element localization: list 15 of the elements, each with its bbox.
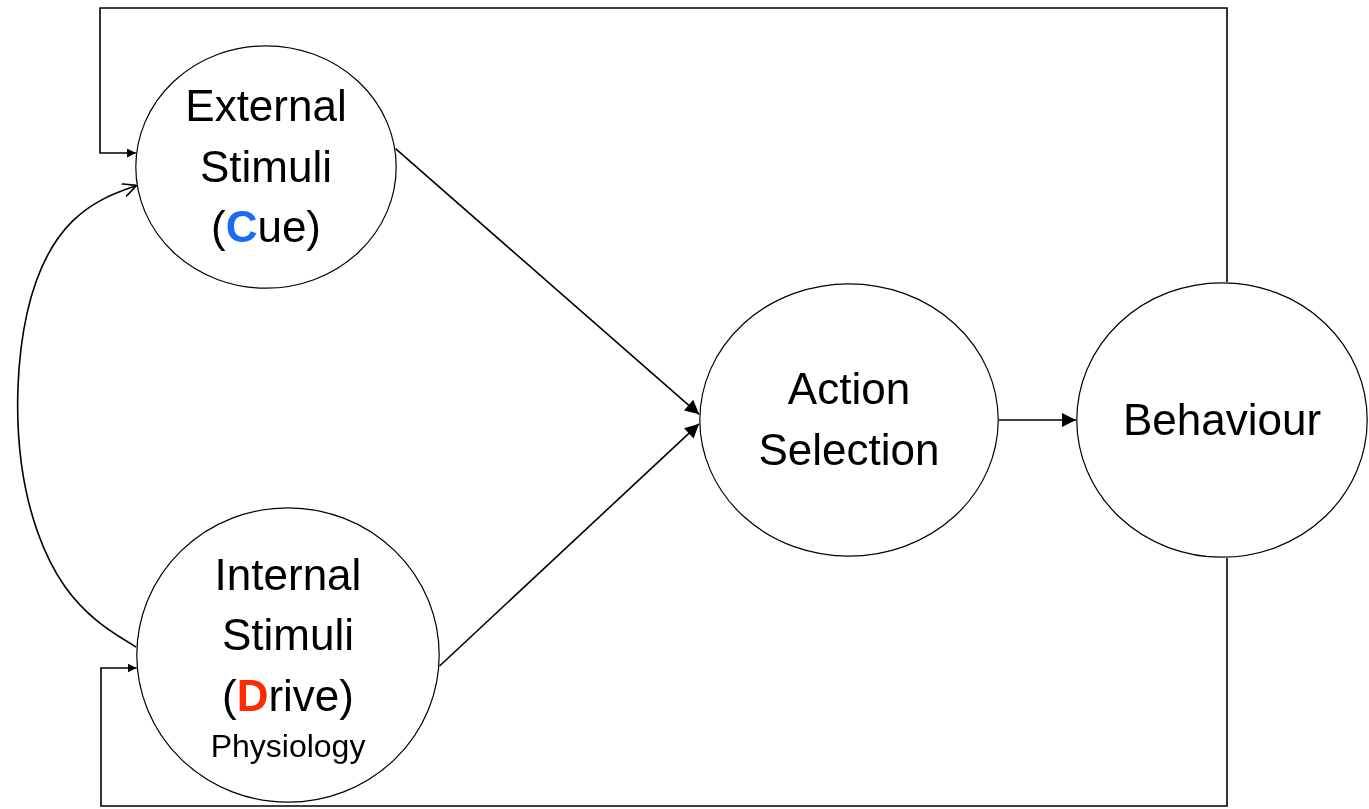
node-label: Action Selection <box>757 363 941 476</box>
stimulus-circle <box>1076 282 1368 558</box>
stimulus-circle <box>136 507 440 803</box>
arrow <box>438 423 700 667</box>
node-label: External Stimuli (Cue) <box>184 79 348 254</box>
stimulus-circle <box>699 283 999 557</box>
arrow <box>16 182 138 648</box>
node-label: Internal Stimuli (Drive) <box>213 548 363 723</box>
stimulus-circle <box>135 45 397 289</box>
arrow <box>99 7 1228 283</box>
node-sublabel: Physiology <box>210 726 366 766</box>
node-label: Behaviour <box>1121 393 1323 446</box>
arrow <box>998 413 1077 427</box>
arrow <box>394 147 700 416</box>
arrow <box>100 557 1228 807</box>
